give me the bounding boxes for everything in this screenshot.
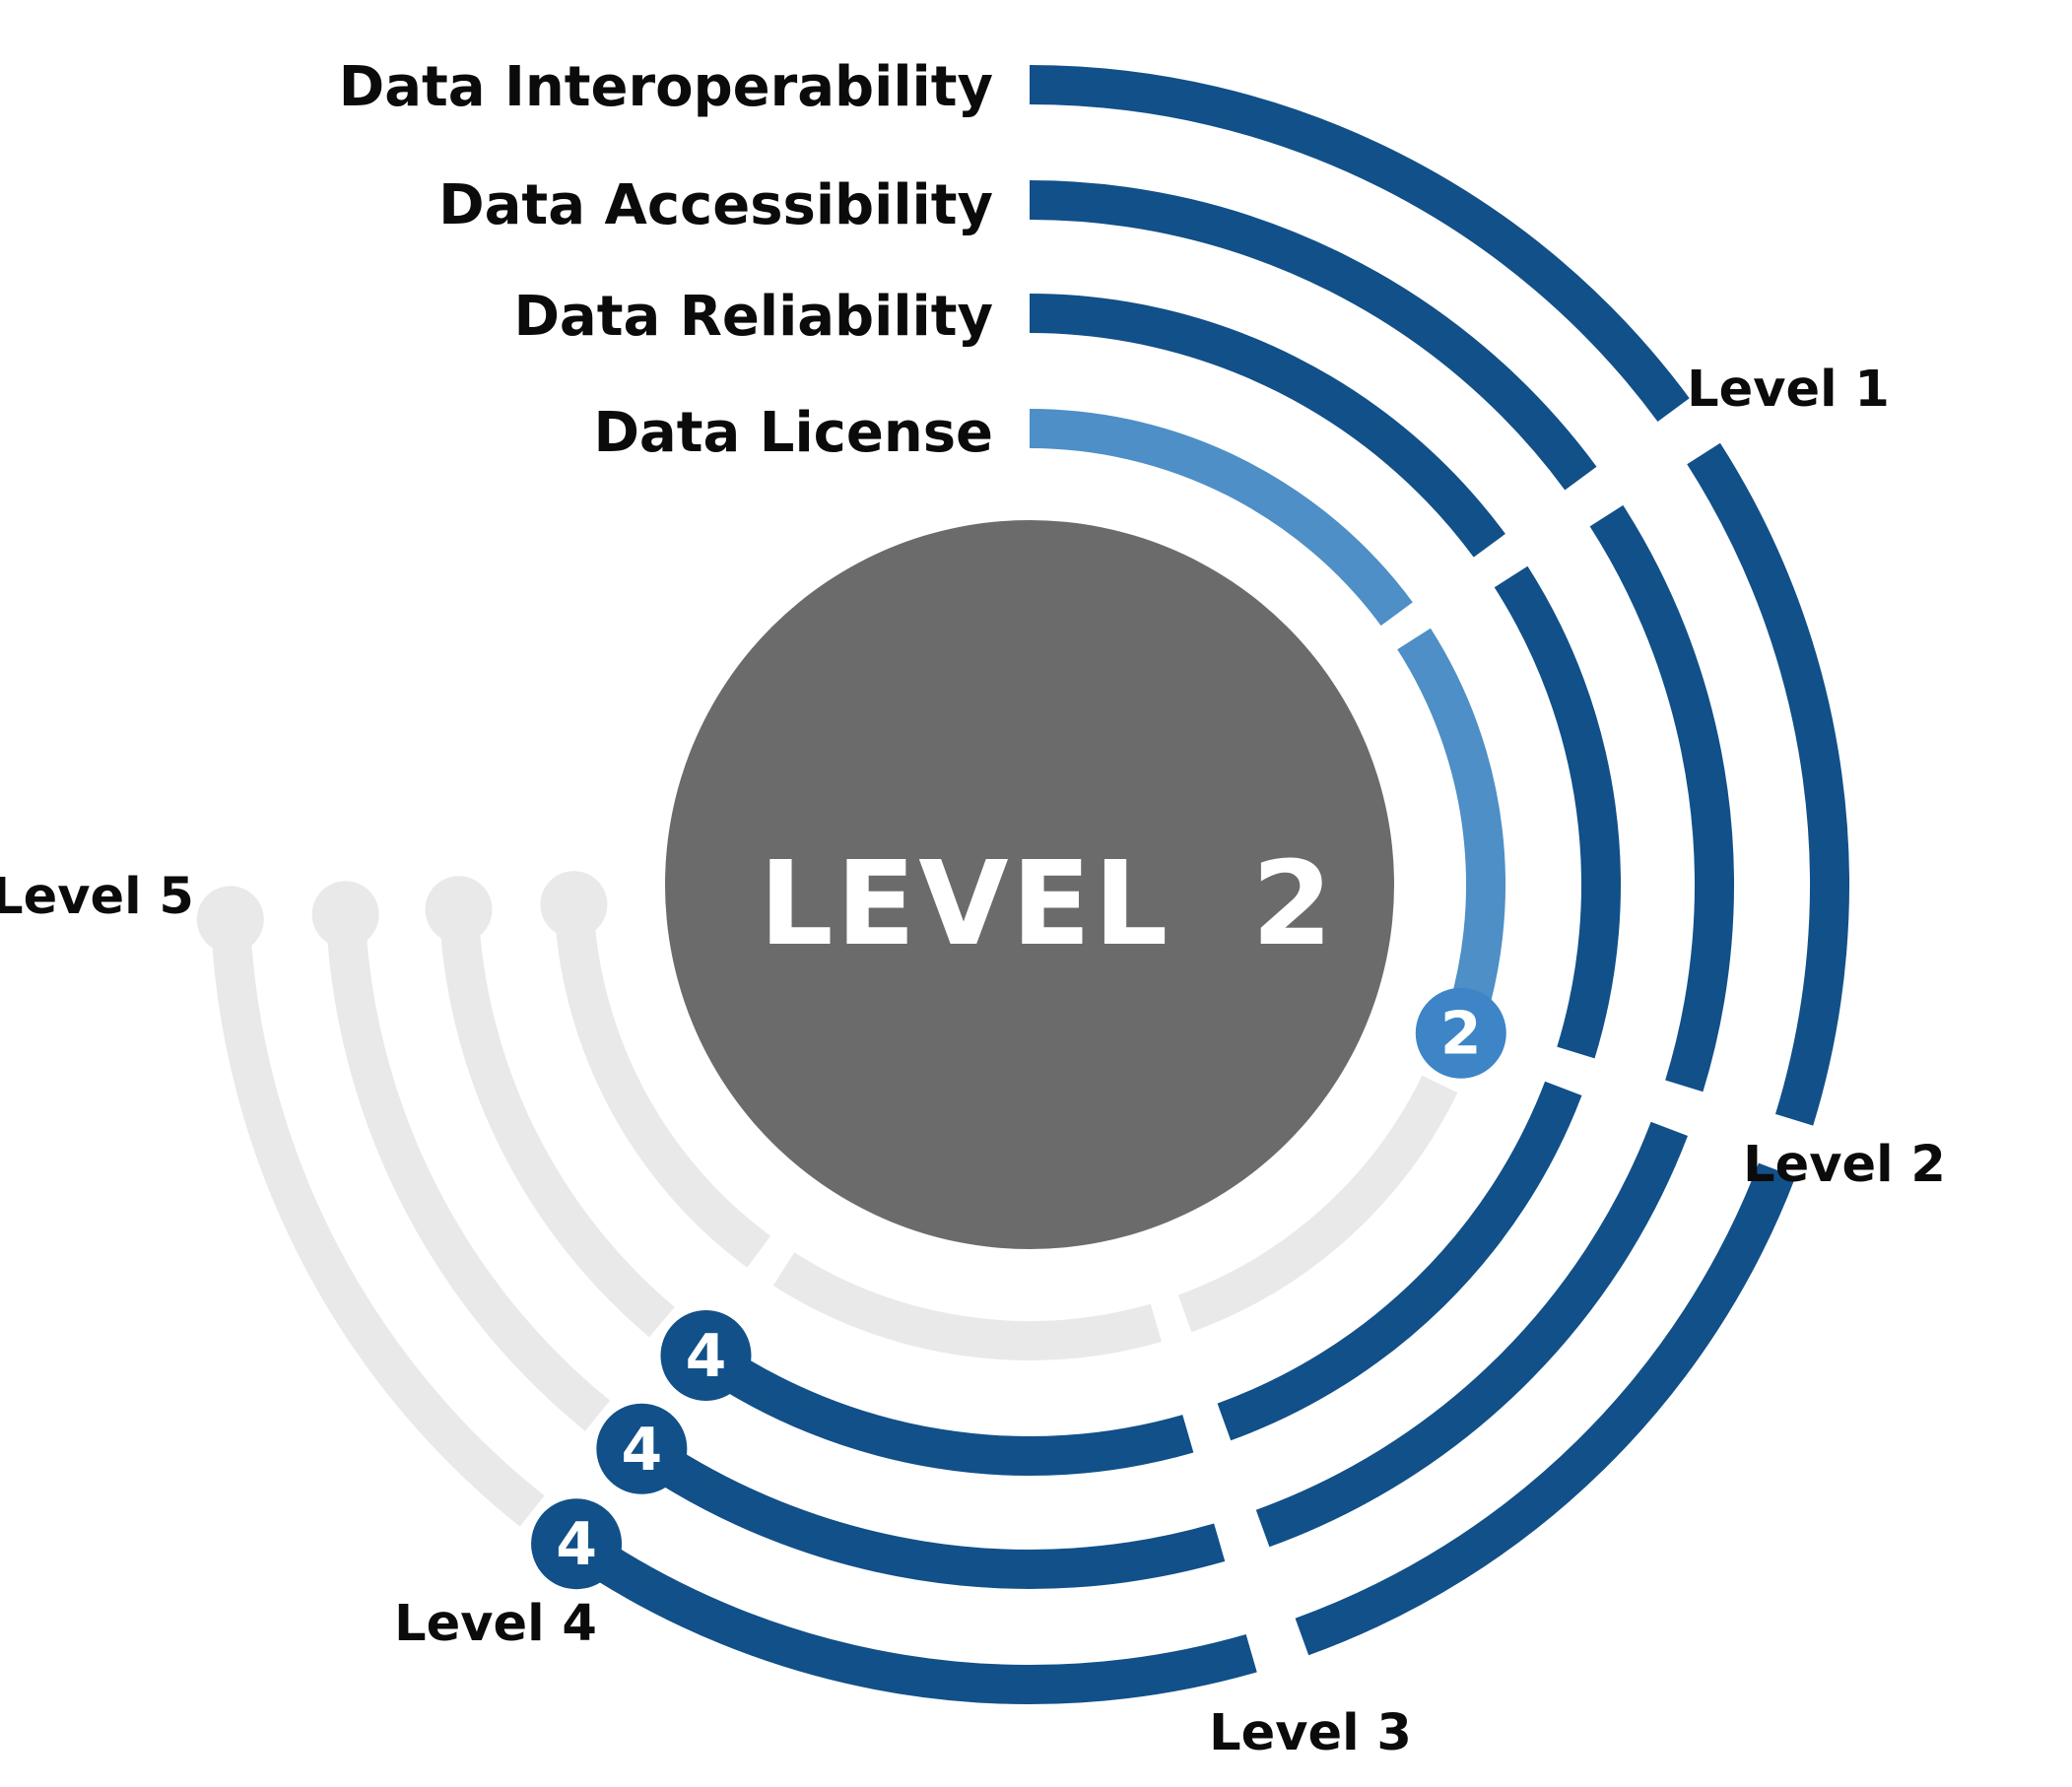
level5-end-cap-data-license bbox=[540, 871, 608, 939]
level-badge-data-accessibility bbox=[596, 1403, 688, 1494]
remaining-arc-data-reliability bbox=[438, 908, 675, 1338]
level5-end-cap-data-reliability bbox=[425, 876, 493, 944]
achieved-arc-data-accessibility bbox=[1589, 504, 1734, 1092]
remaining-arc-data-accessibility bbox=[325, 913, 611, 1431]
dimension-label-data-accessibility: Data Accessibility bbox=[438, 173, 993, 237]
achieved-arc-data-reliability bbox=[695, 1339, 1194, 1476]
level5-end-cap-data-interoperability bbox=[196, 886, 264, 954]
remaining-arc-data-interoperability bbox=[210, 918, 545, 1527]
achieved-arc-data-interoperability bbox=[1029, 65, 1690, 422]
dimension-label-data-reliability: Data Reliability bbox=[513, 285, 993, 349]
level-badge-number-data-accessibility: 4 bbox=[621, 1416, 662, 1485]
remaining-arc-data-license bbox=[1177, 1075, 1458, 1333]
center-level-label: LEVEL 2 bbox=[759, 835, 1335, 971]
remaining-arc-data-license bbox=[772, 1252, 1162, 1360]
achieved-arc-data-reliability bbox=[1494, 565, 1622, 1059]
level-badge-number-data-interoperability: 4 bbox=[556, 1510, 597, 1579]
achieved-arc-data-interoperability bbox=[1295, 1162, 1796, 1656]
dimension-label-data-interoperability: Data Interoperability bbox=[339, 55, 993, 119]
level-label-3: Level 3 bbox=[1209, 1704, 1412, 1762]
level-label-5: Level 5 bbox=[0, 868, 194, 926]
level-badge-data-reliability bbox=[660, 1309, 752, 1401]
level-badge-number-data-reliability: 4 bbox=[686, 1322, 727, 1391]
level-label-4: Level 4 bbox=[394, 1595, 597, 1653]
center-circle bbox=[665, 520, 1394, 1249]
achieved-arc-data-accessibility bbox=[1255, 1121, 1688, 1548]
achieved-arc-data-reliability bbox=[1029, 294, 1505, 558]
dimension-label-data-license: Data License bbox=[593, 401, 993, 465]
level5-end-cap-data-accessibility bbox=[311, 881, 379, 949]
level-badge-number-data-license: 2 bbox=[1440, 1000, 1482, 1069]
level-label-1: Level 1 bbox=[1687, 361, 1890, 419]
achieved-arc-data-accessibility bbox=[630, 1432, 1226, 1589]
achieved-arc-data-reliability bbox=[1217, 1081, 1582, 1441]
achieved-arc-data-accessibility bbox=[1029, 180, 1597, 491]
achieved-arc-data-interoperability bbox=[565, 1527, 1257, 1705]
level-badge-data-interoperability bbox=[531, 1498, 623, 1590]
achieved-arc-data-license bbox=[1397, 628, 1506, 1040]
achieved-arc-data-license bbox=[1029, 409, 1413, 627]
achieved-arc-data-interoperability bbox=[1687, 442, 1849, 1126]
remaining-arc-data-license bbox=[554, 903, 771, 1268]
level-label-2: Level 2 bbox=[1743, 1136, 1946, 1194]
level-badge-data-license bbox=[1415, 987, 1506, 1079]
